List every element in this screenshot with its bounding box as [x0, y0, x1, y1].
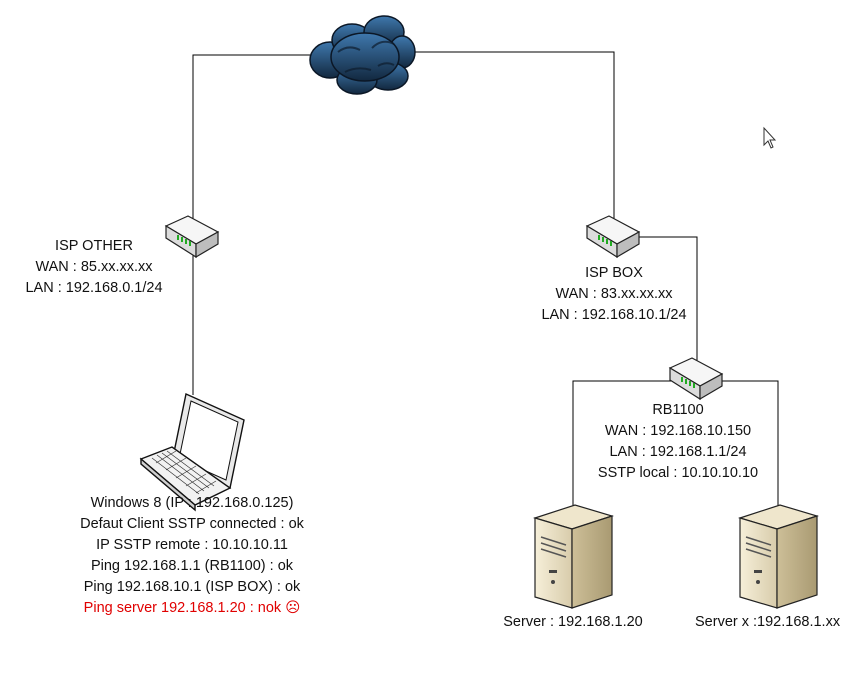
isp-box-wan: WAN : 83.xx.xx.xx [555, 286, 673, 302]
mouse-cursor-icon [763, 126, 777, 149]
connection-lines [192, 51, 779, 510]
client-status-label: Windows 8 (IP : 192.168.0.125) Defaut Cl… [52, 493, 332, 619]
isp-box-lan: LAN : 192.168.10.1/24 [541, 307, 687, 323]
isp-other-label: ISP OTHER WAN : 85.xx.xx.xx LAN : 192.16… [14, 236, 174, 299]
rb1100-wan: WAN : 192.168.10.150 [604, 423, 752, 439]
router-rb1100-icon [668, 357, 724, 401]
server-1-label: Server : 192.168.1.20 [503, 614, 643, 630]
client-ping-rb1100: Ping 192.168.1.1 (RB1100) : ok [90, 558, 294, 574]
link-isp-box-rb1100 [628, 236, 698, 365]
link-cloud-isp-box [405, 51, 615, 228]
rb1100-lan: LAN : 192.168.1.1/24 [609, 444, 747, 460]
isp-box-label: ISP BOX WAN : 83.xx.xx.xx LAN : 192.168.… [524, 263, 704, 326]
isp-box-name: ISP BOX [585, 265, 643, 281]
server-1-icon [532, 504, 615, 609]
link-rb1100-server2 [712, 380, 779, 510]
link-rb1100-server1 [572, 380, 686, 510]
rb1100-sstp: SSTP local : 10.10.10.10 [597, 465, 759, 481]
client-sstp-status: Defaut Client SSTP connected : ok [80, 516, 304, 532]
isp-other-lan: LAN : 192.168.0.1/24 [25, 280, 163, 296]
cloud-icon [309, 15, 416, 95]
rb1100-label: RB1100 WAN : 192.168.10.150 LAN : 192.16… [588, 400, 768, 484]
client-os-ip: Windows 8 (IP : 192.168.0.125) [90, 495, 294, 511]
client-sstp-remote-ip: IP SSTP remote : 10.10.10.11 [96, 537, 288, 553]
rb1100-name: RB1100 [652, 402, 704, 418]
client-ping-isp-box: Ping 192.168.10.1 (ISP BOX) : ok [83, 579, 301, 595]
server-2-icon [737, 504, 820, 609]
client-ping-server-error: Ping server 192.168.1.20 : nok ☹ [83, 600, 301, 616]
router-isp-other-icon [164, 215, 220, 259]
server-2-label: Server x :192.168.1.xx [695, 614, 841, 630]
isp-other-wan: WAN : 85.xx.xx.xx [35, 259, 153, 275]
link-cloud-isp-other [192, 54, 320, 228]
router-isp-box-icon [585, 215, 641, 259]
isp-other-name: ISP OTHER [55, 238, 133, 254]
laptop-icon [139, 393, 245, 512]
